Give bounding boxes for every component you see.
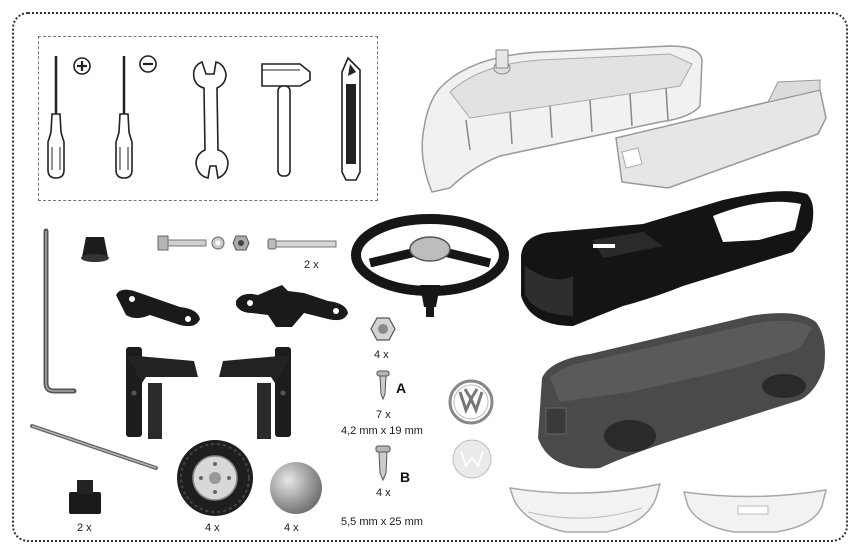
vw-emblem-part: [448, 379, 494, 425]
hex-key-part: [43, 228, 77, 394]
hinge-pin-qty: 2 x: [304, 259, 319, 271]
washer-part: [211, 236, 225, 250]
emblem-backing-part: [452, 439, 492, 479]
seat-support-right-part: [219, 347, 291, 439]
wheel-part: [177, 440, 253, 516]
required-tools-box: [38, 36, 378, 201]
screw-a-qty: 7 x: [376, 409, 391, 421]
utility-knife-icon: [341, 56, 361, 181]
flat-screwdriver-icon: [115, 55, 157, 179]
wheel-nut-part: [370, 317, 396, 341]
wheel-qty: 4 x: [205, 522, 220, 534]
rear-bumper-part: [682, 489, 828, 533]
axle-cap-part: [69, 480, 101, 514]
steering-bracket-right-part: [236, 285, 348, 327]
hinge-pin-part: [267, 238, 337, 250]
phillips-screwdriver-icon: [47, 56, 91, 179]
axle-rod-part: [30, 424, 158, 470]
seat-plate-part: [615, 79, 827, 189]
screw-b-tag: B: [400, 469, 411, 485]
grey-lower-body-part: [538, 313, 825, 469]
front-bumper-part: [508, 483, 662, 533]
hubcap-part: [270, 462, 322, 514]
steering-bracket-left-part: [116, 289, 200, 327]
parts-sheet-border: [12, 12, 848, 542]
lock-nut-part: [232, 235, 250, 251]
screw-b-qty: 4 x: [376, 487, 391, 499]
nut-qty: 4 x: [374, 349, 389, 361]
wrench-icon: [192, 60, 229, 180]
screw-a-size: 4,2 mm x 19 mm: [341, 425, 423, 437]
screw-b-part: [375, 445, 391, 482]
hammer-icon: [261, 63, 311, 177]
upper-body-shell-part: [421, 45, 703, 193]
rubber-stopper-part: [81, 237, 109, 262]
black-chassis-part: [521, 191, 814, 326]
seat-support-left-part: [126, 347, 198, 439]
screw-a-tag: A: [396, 380, 407, 396]
cap-qty: 2 x: [77, 522, 92, 534]
hubcap-qty: 4 x: [284, 522, 299, 534]
screw-b-size: 5,5 mm x 25 mm: [341, 516, 423, 528]
steering-wheel-part: [351, 214, 509, 317]
bolt-part: [157, 235, 207, 251]
screw-a-part: [376, 370, 390, 401]
